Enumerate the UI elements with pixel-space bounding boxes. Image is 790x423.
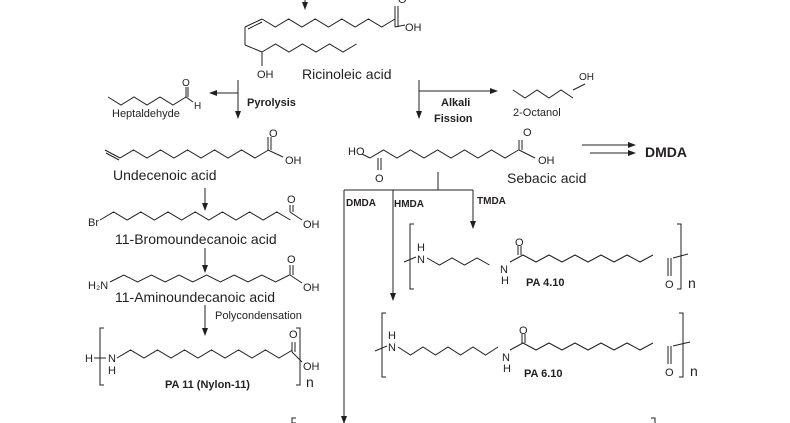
- amino-o: O: [287, 254, 296, 266]
- dmda-product: DMDA: [645, 144, 687, 160]
- bond: [403, 256, 417, 263]
- pa11-o: O: [289, 329, 298, 341]
- undecenoic-oh: OH: [285, 155, 302, 167]
- sebacic-oh: OH: [538, 155, 555, 167]
- polycondensation-label: Polycondensation: [215, 310, 302, 322]
- ricinoleic-upper-chain: [261, 18, 396, 28]
- pa610-h2: H: [503, 363, 511, 375]
- bond: [518, 149, 536, 159]
- pa610-right-bracket: [679, 312, 684, 378]
- bond: [244, 44, 263, 53]
- bromo-chain: [99, 211, 291, 221]
- branch-dmda-label: DMDA: [346, 198, 376, 209]
- sebacic-label: Sebacic acid: [507, 170, 586, 186]
- heptaldehyde-o: O: [182, 78, 190, 89]
- bond: [105, 152, 120, 161]
- bond: [289, 274, 303, 284]
- bonds: [94, 6, 691, 423]
- pa610-o2: O: [665, 367, 674, 379]
- octanol-chain: [512, 89, 574, 99]
- undecenoic-chain: [119, 149, 269, 159]
- pa410-o2: O: [665, 279, 674, 291]
- sebacic-o-top: O: [523, 127, 532, 139]
- bond: [291, 351, 303, 363]
- sebacic-chain: [369, 149, 519, 159]
- heptaldehyde-chain: [107, 96, 187, 106]
- amino-label: 11-Aminoundecanoic acid: [115, 289, 275, 305]
- bond: [672, 253, 689, 259]
- pa410-label: PA 4.10: [526, 277, 565, 289]
- branch-hmda-label: HMDA: [394, 199, 424, 210]
- pa11-label: PA 11 (Nylon-11): [165, 379, 250, 391]
- amino-chain: [109, 274, 290, 283]
- pa11-h: H: [85, 353, 93, 365]
- ricinoleic-oh: OH: [257, 69, 274, 81]
- pa410-diamine-chain: [426, 257, 490, 266]
- bromo-oh: OH: [303, 219, 320, 231]
- pa410-o1: O: [515, 237, 524, 249]
- pa11-left-bracket: [99, 327, 104, 386]
- pa610-left-bracket: [381, 312, 386, 378]
- octanol-label: 2-Octanol: [513, 107, 561, 119]
- pa410-left-bracket: [409, 223, 414, 290]
- bottom-left-bracket: [291, 417, 296, 423]
- undecenoic-label: Undecenoic acid: [113, 167, 217, 183]
- pa610-diamine-chain: [397, 346, 499, 356]
- pa11-chain: [116, 349, 293, 359]
- fission-label: Fission: [434, 113, 473, 125]
- bond: [185, 96, 194, 103]
- pa610-o1: O: [519, 325, 528, 337]
- pa410-diacid-chain: [509, 254, 654, 263]
- pa11-n-subscript: n: [306, 374, 314, 390]
- ricinoleic-double-bond-2: [247, 21, 263, 30]
- pa11-right-bracket: [296, 327, 301, 386]
- bond: [267, 149, 284, 158]
- pa410-n-subscript: n: [688, 275, 696, 291]
- bond: [572, 83, 586, 91]
- pa610-n-subscript: n: [690, 363, 698, 379]
- bond: [361, 153, 371, 159]
- pa610-h: H: [388, 330, 396, 342]
- bromo-o: O: [287, 194, 296, 206]
- ricinoleic-lower-chain: [261, 43, 357, 53]
- undecenoic-double-bond: [104, 149, 121, 159]
- ricinoleic-double-bond: [244, 18, 263, 28]
- ricinoleic-c-oh: [394, 24, 406, 28]
- bond: [289, 211, 303, 221]
- pa410-right-bracket: [677, 223, 682, 290]
- bond: [374, 345, 388, 352]
- pa610-n2: N: [502, 352, 510, 364]
- bromo-br: Br: [88, 217, 99, 229]
- pa610-n: N: [388, 342, 396, 354]
- heptaldehyde-h: H: [194, 101, 201, 112]
- bottom-right-bracket: [651, 417, 656, 423]
- pa410-h: H: [417, 242, 425, 254]
- pa11-oh: OH: [303, 361, 320, 373]
- bond: [672, 341, 691, 347]
- bromo-label: 11-Bromoundecanoic acid: [115, 231, 277, 247]
- pa410-n: N: [417, 254, 425, 266]
- alkali-label: Alkali: [441, 97, 470, 109]
- pa410-h2: H: [501, 275, 509, 287]
- pa610-diacid-chain: [509, 342, 654, 351]
- undecenoic-o: O: [269, 128, 278, 140]
- sebacic-ho: HO: [348, 146, 365, 158]
- arrows: [202, 0, 636, 423]
- pa610-label: PA 6.10: [524, 368, 563, 380]
- ricinoleic-o: O: [398, 0, 407, 6]
- sebacic-o-bottom: O: [375, 173, 384, 185]
- pa11-n: N: [108, 353, 116, 365]
- ricinoleic-label: Ricinoleic acid: [302, 66, 391, 82]
- amino-oh: OH: [303, 282, 320, 294]
- pa11-nh: H: [108, 365, 116, 377]
- pyrolysis-label: Pyrolysis: [247, 97, 296, 109]
- pa410-n2: N: [500, 264, 508, 276]
- ricinoleic-cooh-oh: OH: [405, 22, 422, 34]
- amino-h2n: H₂N: [88, 280, 108, 292]
- heptaldehyde-label: Heptaldehyde: [112, 108, 180, 120]
- branch-tmda-label: TMDA: [477, 196, 506, 207]
- octanol-oh: OH: [579, 72, 594, 83]
